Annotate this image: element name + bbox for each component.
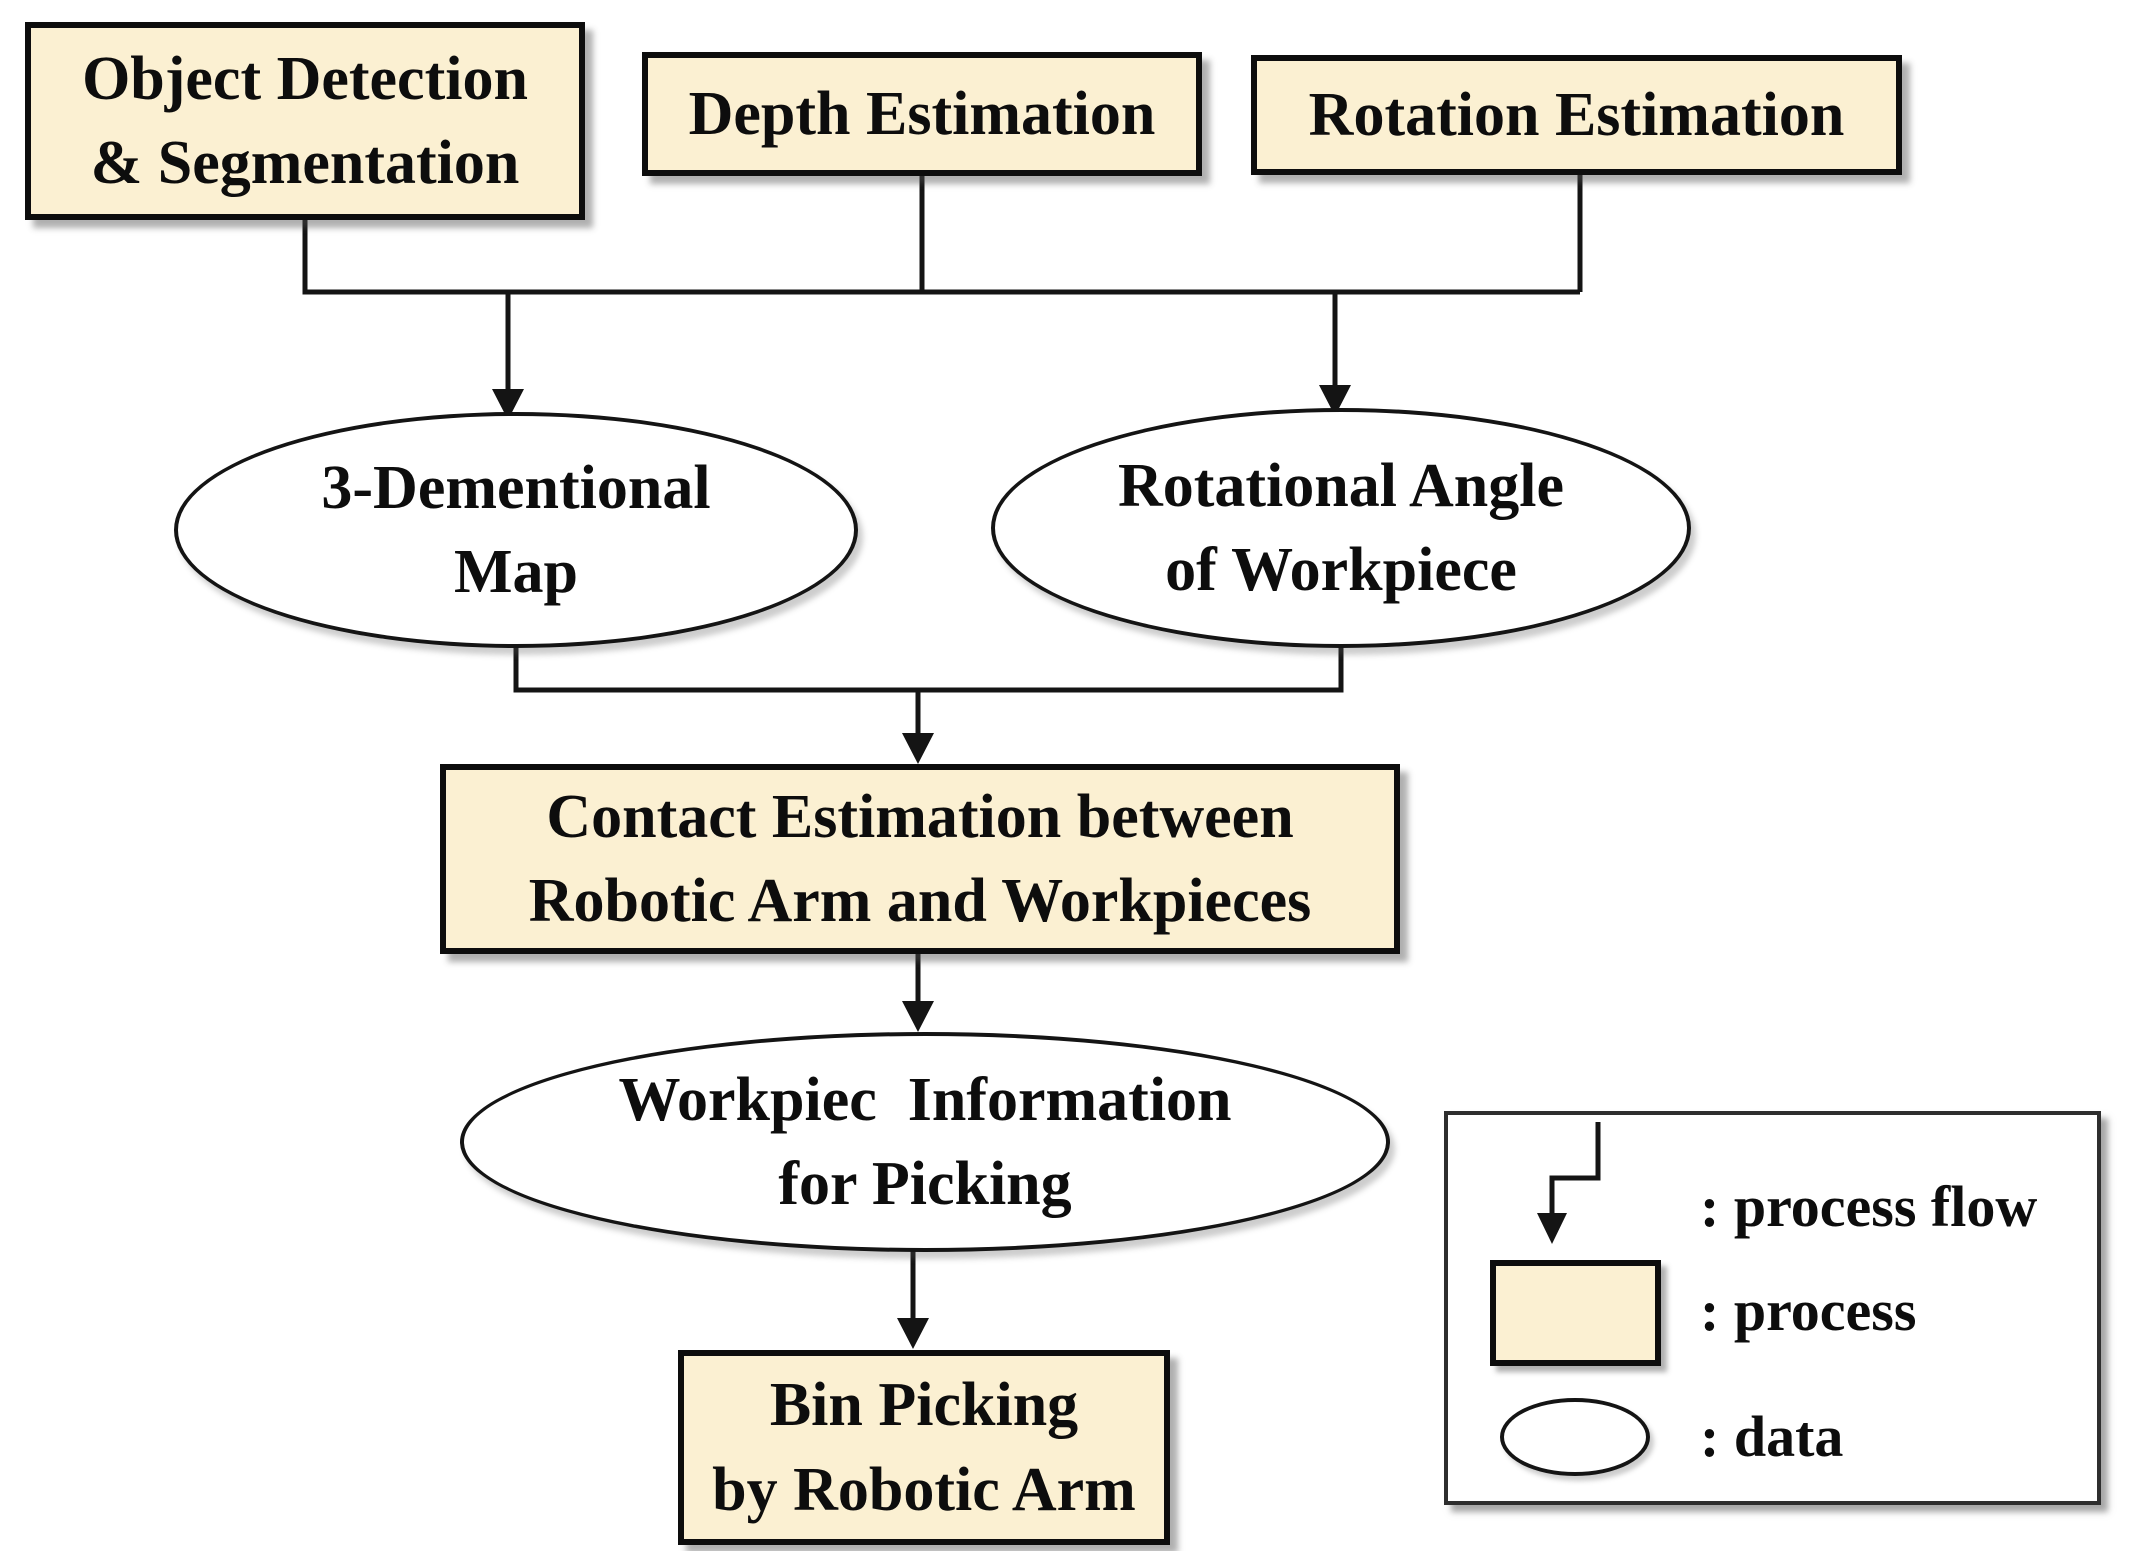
process-box-icon xyxy=(1490,1260,1661,1366)
node-label-line: Map xyxy=(454,538,578,606)
node-label-line: Workpiec Information xyxy=(618,1065,1232,1134)
node-label-line: by Robotic Arm xyxy=(712,1455,1136,1524)
node-label-line: Rotation Estimation xyxy=(1308,80,1845,149)
process-box-bin-picking: Bin Picking by Robotic Arm xyxy=(678,1350,1170,1545)
node-label-line: 3-Dementional xyxy=(321,453,711,522)
node-label-line: & Segmentation xyxy=(90,129,520,197)
process-box-contact-estimation: Contact Estimation between Robotic Arm a… xyxy=(440,764,1400,954)
node-label-line: Object Detection xyxy=(82,44,528,113)
node-label-line: of Workpiece xyxy=(1165,536,1517,604)
node-label-line: Rotational Angle xyxy=(1117,451,1565,520)
arrowhead xyxy=(902,733,934,764)
arrowhead xyxy=(897,1318,929,1349)
node-label-line: Bin Picking xyxy=(769,1371,1079,1440)
data-ellipse-icon xyxy=(1500,1398,1650,1476)
legend-label-process-flow: : process flow xyxy=(1700,1174,2038,1239)
data-ellipse-3d-map: 3-Dementional Map xyxy=(174,412,858,648)
process-box-rotation-estimation: Rotation Estimation xyxy=(1251,55,1902,175)
node-label-line: Robotic Arm and Workpieces xyxy=(528,867,1312,935)
node-label-line: Contact Estimation between xyxy=(546,782,1294,851)
node-label-line: Depth Estimation xyxy=(688,79,1156,148)
data-ellipse-rotational-angle: Rotational Angle of Workpiece xyxy=(991,408,1691,648)
node-label-line: for Picking xyxy=(778,1150,1072,1218)
data-ellipse-workpiece-info: Workpiec Information for Picking xyxy=(460,1032,1390,1252)
process-box-depth-estimation: Depth Estimation xyxy=(642,52,1202,176)
process-box-object-detection: Object Detection & Segmentation xyxy=(25,22,585,220)
legend-label-data: : data xyxy=(1700,1404,1844,1469)
arrowhead xyxy=(902,1001,934,1032)
legend-label-process: : process xyxy=(1700,1278,1917,1343)
